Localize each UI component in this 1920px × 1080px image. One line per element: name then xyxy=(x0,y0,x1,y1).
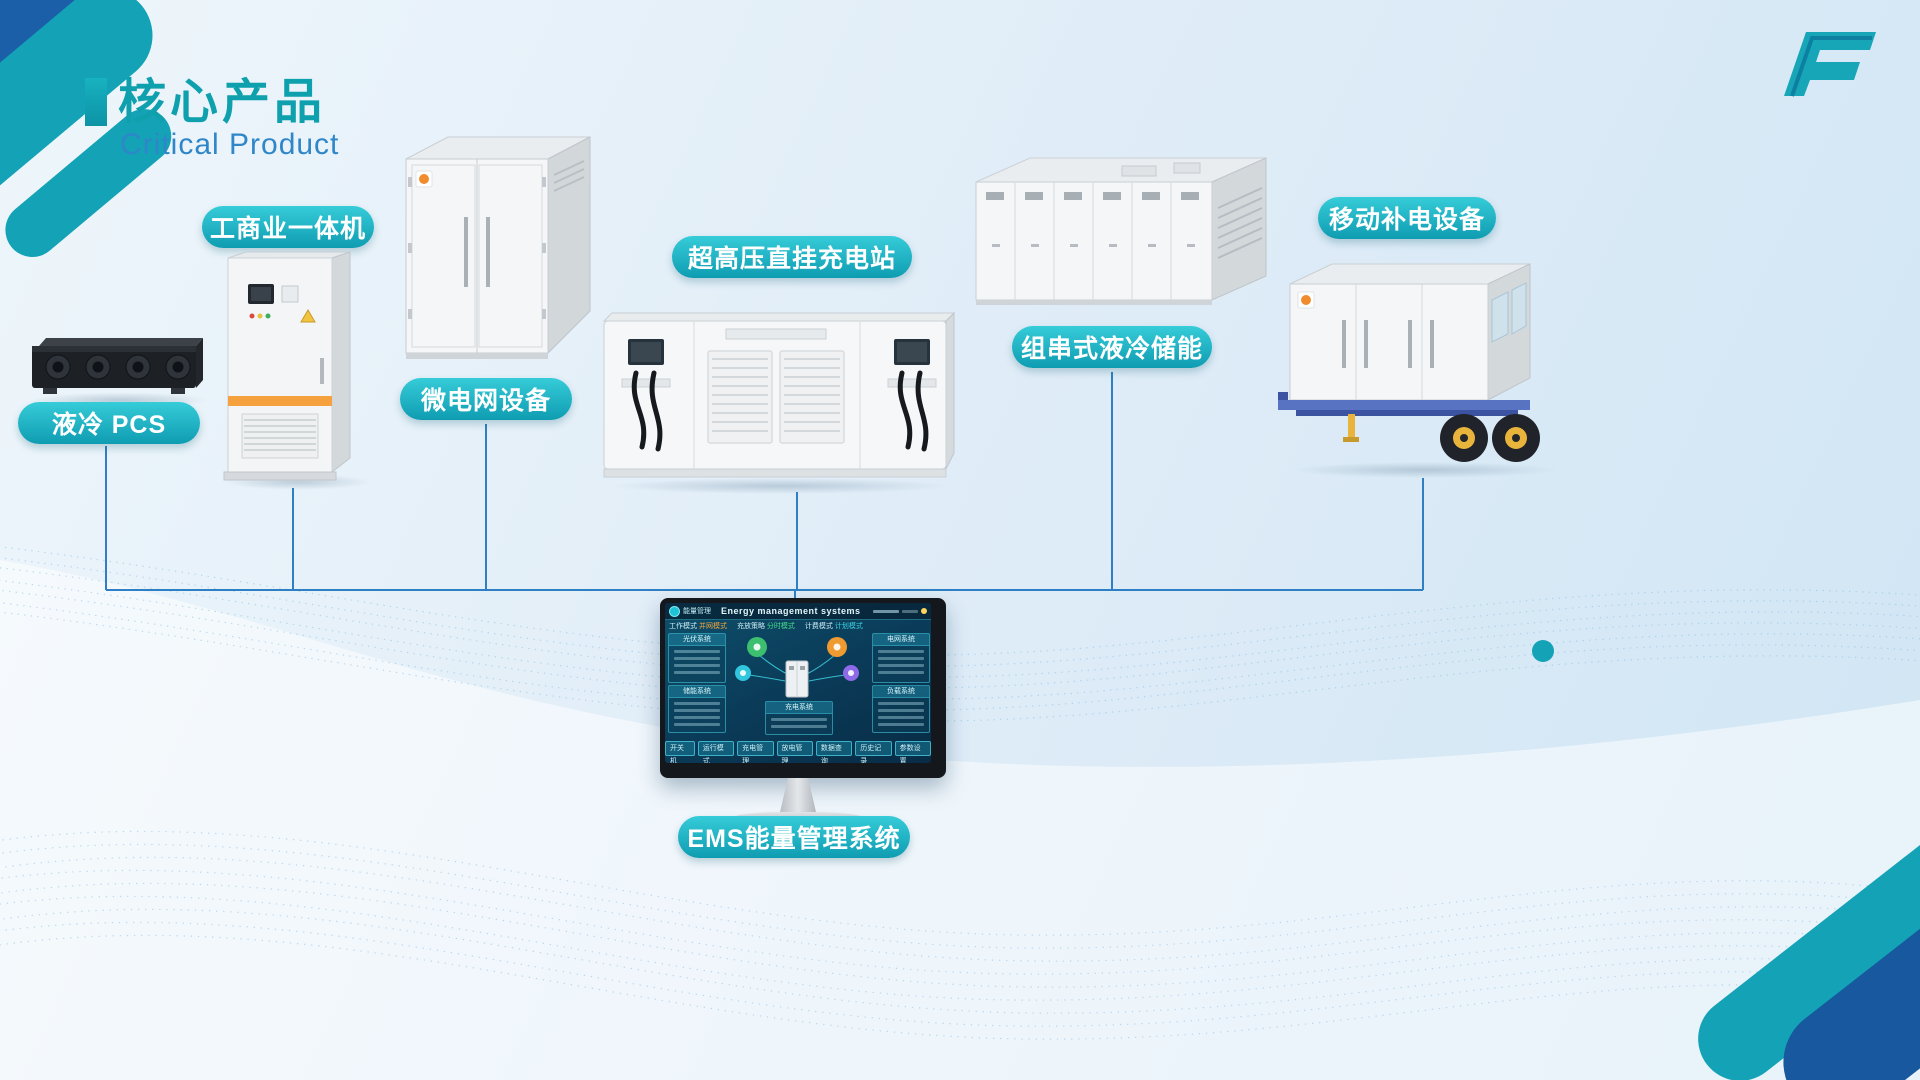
ems-panel-ess-title: 储能系统 xyxy=(669,686,725,698)
ems-panel-pv: 光伏系统 xyxy=(668,633,726,683)
monitor-stand-neck xyxy=(780,778,816,812)
ems-button-charge[interactable]: 充电管理 xyxy=(737,741,774,763)
status-value-3: 计划模式 xyxy=(834,623,863,630)
ems-datetime-bar xyxy=(873,609,899,613)
label-ems: EMS能量管理系统 xyxy=(678,816,910,858)
label-all-in-one: 工商业一体机 xyxy=(202,206,374,248)
ems-button-settings[interactable]: 参数设置 xyxy=(894,741,931,763)
ems-panel-charge-title: 充电系统 xyxy=(766,702,832,714)
ems-brand-label: 能量管理 xyxy=(683,608,711,615)
label-string-ess: 组串式液冷储能 xyxy=(1012,326,1212,368)
ems-panel-charge: 充电系统 xyxy=(765,701,833,735)
mobile-charging-shadow xyxy=(1290,462,1560,478)
ems-clock-bar xyxy=(902,609,918,613)
corner-decoration-bottom-right xyxy=(1698,840,1920,1080)
status-label-3: 计费模式 xyxy=(804,623,833,630)
ems-screen: 能量管理 Energy management systems 工作模式 并网模式… xyxy=(665,603,931,763)
ems-brand: 能量管理 xyxy=(665,605,715,617)
ems-button-data[interactable]: 数据查询 xyxy=(815,741,853,763)
hv-charger-shadow xyxy=(610,478,950,494)
ems-topbar-info xyxy=(873,608,931,614)
ems-screen-title: Energy management systems xyxy=(721,606,861,616)
ems-button-row: 开关机 运行模式 充电管理 放电管理 数据查询 历史记录 参数设置 xyxy=(665,741,931,763)
string-ess-figure xyxy=(975,157,1267,305)
alarm-bell-icon xyxy=(921,608,927,614)
hv-charger-figure xyxy=(602,311,956,478)
title-accent-bar xyxy=(85,78,107,126)
page-subtitle: Critical Product xyxy=(120,128,340,161)
ems-screen-topbar: 能量管理 Energy management systems xyxy=(665,603,931,620)
page-title: 核心产品 xyxy=(118,76,327,129)
ems-button-history[interactable]: 历史记录 xyxy=(855,741,892,763)
monitor-frame: 能量管理 Energy management systems 工作模式 并网模式… xyxy=(660,598,946,778)
all-in-one-figure xyxy=(223,251,351,481)
brand-logo-icon xyxy=(1784,32,1876,97)
ems-button-discharge[interactable]: 放电管理 xyxy=(776,741,813,763)
label-hv-charger: 超高压直挂充电站 xyxy=(672,236,912,278)
status-value-1: 并网模式 xyxy=(698,623,727,630)
ems-brand-icon xyxy=(669,605,680,617)
teal-dot-accent xyxy=(1532,640,1554,662)
ems-panel-grid-title: 电网系统 xyxy=(873,634,929,646)
ems-button-power[interactable]: 开关机 xyxy=(665,741,695,763)
status-label-2: 充放策略 xyxy=(736,623,765,630)
label-mobile-charging: 移动补电设备 xyxy=(1318,197,1496,239)
microgrid-figure xyxy=(405,136,591,359)
ems-monitor: 能量管理 Energy management systems 工作模式 并网模式… xyxy=(660,598,946,824)
status-value-2: 分时模式 xyxy=(766,623,795,630)
ems-panel-pv-title: 光伏系统 xyxy=(669,634,725,646)
ems-panel-grid: 电网系统 xyxy=(872,633,930,683)
ems-status-row: 工作模式 并网模式 充放策略 分时模式 计费模式 计划模式 xyxy=(669,620,927,632)
label-pcs: 液冷 PCS xyxy=(18,402,200,444)
ems-panel-load: 负载系统 xyxy=(872,685,930,733)
ems-button-run-mode[interactable]: 运行模式 xyxy=(697,741,735,763)
label-microgrid: 微电网设备 xyxy=(400,378,572,420)
corner-decoration-top-left xyxy=(0,0,172,257)
status-label-1: 工作模式 xyxy=(669,623,697,630)
ems-panel-ess: 储能系统 xyxy=(668,685,726,733)
ems-energy-flow-diagram xyxy=(735,637,859,698)
pcs-figure xyxy=(32,338,203,394)
mobile-charging-figure xyxy=(1278,263,1540,462)
ems-panel-load-title: 负载系统 xyxy=(873,686,929,698)
